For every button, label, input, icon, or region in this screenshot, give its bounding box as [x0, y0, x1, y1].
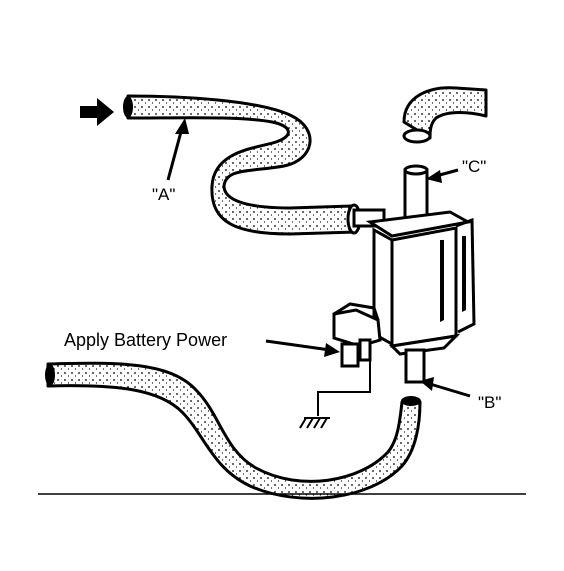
label-b: "B"	[478, 393, 501, 412]
label-a: "A"	[152, 185, 175, 204]
ground-wire	[304, 356, 371, 419]
pointer-c	[426, 168, 459, 183]
pointer-b	[420, 377, 471, 398]
electrical-connector	[332, 302, 382, 368]
port-c	[403, 164, 429, 222]
flow-direction-arrow-icon	[80, 98, 114, 126]
pointer-a	[166, 118, 189, 181]
port-b	[404, 348, 426, 384]
solenoid-valve	[365, 210, 476, 356]
hose-c	[402, 86, 488, 144]
label-c: "C"	[462, 157, 486, 176]
hose-a	[123, 94, 362, 236]
hose-lower	[45, 361, 422, 500]
pointer-power	[265, 339, 340, 357]
ground-symbol-icon	[299, 417, 328, 429]
label-apply-battery-power: Apply Battery Power	[64, 330, 227, 350]
